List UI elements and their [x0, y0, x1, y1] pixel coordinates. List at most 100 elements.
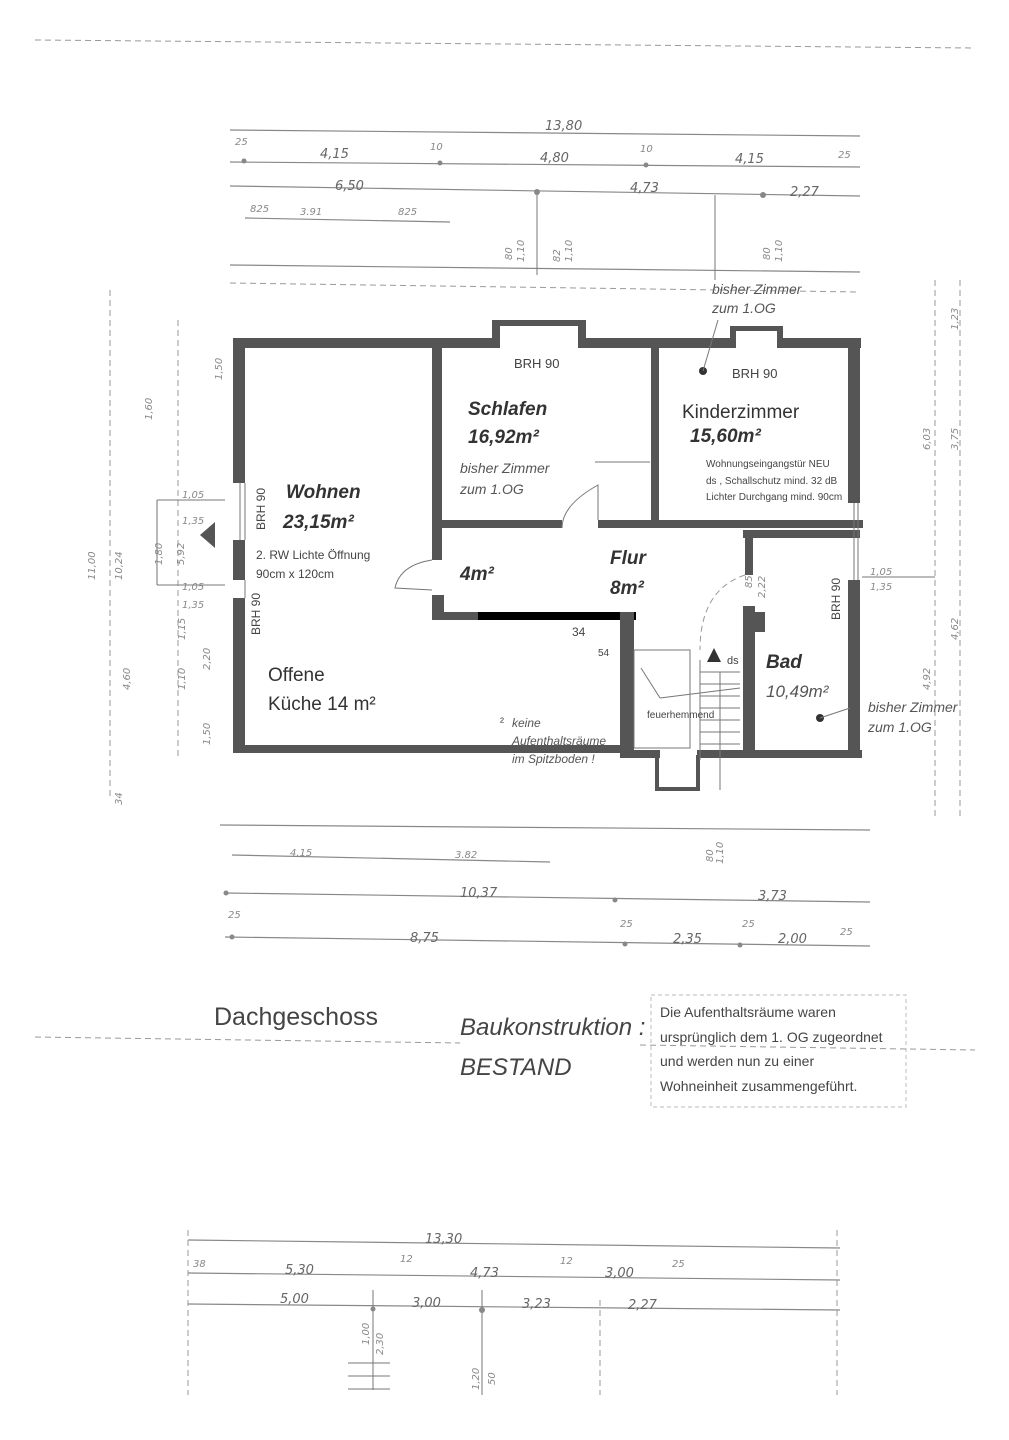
- dim-text: 1,50: [214, 358, 225, 380]
- dim-text: 25: [228, 910, 241, 921]
- dim-text: 8,75: [410, 931, 439, 946]
- note-34: 34: [572, 625, 586, 639]
- walls: [233, 320, 863, 791]
- dim-text: 1,10: [774, 240, 785, 262]
- note-door: Lichter Durchgang mind. 90cm: [706, 492, 842, 503]
- note-box-line: ursprünglich dem 1. OG zugeordnet: [660, 1029, 883, 1045]
- room-name-bad: Bad: [766, 652, 802, 673]
- doors-and-stairs: [200, 319, 851, 790]
- note-bisher: bisher Zimmer: [712, 281, 803, 297]
- note-brh: BRH 90: [254, 488, 268, 530]
- dim-text: 4,73: [630, 181, 659, 196]
- sheet-divider: [34, 1036, 461, 1044]
- dim-text: 1,35: [182, 516, 204, 527]
- dim-text: 2,20: [202, 648, 213, 670]
- dim-text: 4,60: [122, 668, 133, 690]
- dim-text: 82: [552, 249, 563, 262]
- left-dimensions: 1,60 10,24 11,00 1,05 1,35 1,80 5,92 1,0…: [87, 290, 225, 805]
- lower-dimensions: 13,30 38 5,30 12 4,73 12 3,00 25 5,00 3,…: [187, 1230, 841, 1395]
- dim-text: 5,00: [280, 1292, 309, 1307]
- dim-text: 80: [762, 247, 773, 260]
- dim-text: 38: [193, 1259, 206, 1270]
- note-54: 54: [598, 648, 610, 659]
- note-window: 2. RW Lichte Öffnung: [256, 548, 370, 562]
- dim-text: 4.15: [290, 848, 312, 859]
- dim-text: 12: [400, 1254, 413, 1265]
- room-kueche-line2: Küche 14 m²: [268, 694, 376, 715]
- room-kueche-line1: Offene: [268, 665, 325, 686]
- dim-text: 3,00: [412, 1296, 441, 1311]
- floor-title: Dachgeschoss: [214, 1003, 378, 1031]
- dim-text: 5,92: [176, 543, 187, 565]
- dim-text: 80: [504, 247, 515, 260]
- note-feuerhemmend: feuerhemmend: [647, 710, 714, 721]
- note-bisher: zum 1.OG: [711, 300, 776, 316]
- dim-text: 13,30: [425, 1232, 462, 1247]
- top-dimensions: 13,80 25 4,15 10 4,80 10 4,15 25 6,50 4,…: [229, 119, 861, 293]
- stair-direction-arrow-icon: [707, 648, 721, 662]
- dim-text: 1,23: [950, 308, 961, 330]
- room-name-kinderzimmer: Kinderzimmer: [682, 402, 800, 423]
- dim-text: 85: [744, 575, 755, 588]
- dim-text: 2,27: [790, 185, 820, 200]
- dim-text: 1,35: [870, 582, 892, 593]
- dim-text: 25: [838, 150, 851, 161]
- dim-text: 825: [250, 204, 269, 215]
- note-brh: BRH 90: [829, 578, 843, 620]
- right-dimensions: 1,05 1,35 6,03 3,75 4,92 4,62 1,23 85 2,…: [744, 280, 961, 820]
- dim-text: 25: [672, 1259, 685, 1270]
- dim-text: 2,00: [778, 932, 807, 947]
- dim-text: 4,80: [540, 151, 569, 166]
- sheet-border-top: [34, 39, 976, 49]
- room-name-flur: Flur: [610, 548, 647, 569]
- dim-text: 4,92: [922, 668, 933, 690]
- sheet-divider-right: [639, 1044, 976, 1051]
- dim-text: 10,24: [114, 551, 125, 580]
- dim-text: 1,05: [182, 582, 204, 593]
- dim-text: 13,80: [545, 119, 582, 134]
- dim-text: 1,60: [144, 398, 155, 420]
- dim-text: 25: [742, 919, 755, 930]
- dim-text: 3.82: [455, 850, 477, 861]
- room-area-vorraum: 4m²: [459, 564, 494, 585]
- dim-text: 4,73: [470, 1266, 499, 1281]
- dim-text: 2,30: [375, 1333, 386, 1355]
- note-bisher: bisher Zimmer: [868, 699, 959, 715]
- note-spitzboden: im Spitzboden !: [512, 752, 595, 766]
- dim-text: 3,23: [522, 1297, 551, 1312]
- dim-text: 2,22: [757, 576, 768, 598]
- dim-text: 6,03: [922, 428, 933, 450]
- dim-text: 1,10: [516, 240, 527, 262]
- dim-text: 6,50: [335, 179, 364, 194]
- room-name-wohnen: Wohnen: [286, 482, 361, 503]
- dim-text: 1,05: [182, 490, 204, 501]
- note-window: 90cm x 120cm: [256, 567, 334, 581]
- room-area-flur: 8m²: [610, 578, 644, 599]
- bottom-dimensions: 4.15 3.82 10,37 3,73 25 8,75 25 2,35 25 …: [219, 824, 871, 948]
- dim-text: 2,35: [673, 932, 702, 947]
- dim-text: 1,05: [870, 567, 892, 578]
- note-ds: ds: [727, 655, 739, 667]
- dim-text: 3.91: [300, 207, 322, 218]
- dim-text: 80: [705, 849, 716, 862]
- note-bisher: bisher Zimmer: [460, 460, 551, 476]
- dim-text: 4,15: [735, 152, 764, 167]
- dim-text: 4,15: [320, 147, 349, 162]
- dim-text: 10: [640, 144, 653, 155]
- dim-text: 1,80: [154, 543, 165, 565]
- dim-text: 5,30: [285, 1263, 314, 1278]
- note-brh: BRH 90: [514, 356, 560, 371]
- note-bisher: zum 1.OG: [867, 719, 932, 735]
- note-door: Wohnungseingangstür NEU: [706, 459, 830, 470]
- room-area-kinderzimmer: 15,60m²: [690, 426, 761, 447]
- dim-text: 3,75: [950, 428, 961, 450]
- dim-text: 1,10: [564, 240, 575, 262]
- note-door: ds , Schallschutz mind. 32 dB: [706, 476, 838, 487]
- dim-text: 1,35: [182, 600, 204, 611]
- room-area-schlafen: 16,92m²: [468, 427, 539, 448]
- room-area-wohnen: 23,15m²: [282, 512, 354, 533]
- dim-text: 10: [430, 142, 443, 153]
- dim-text: 12: [560, 1256, 573, 1267]
- note-box-line: Wohneinheit zusammengeführt.: [660, 1078, 857, 1094]
